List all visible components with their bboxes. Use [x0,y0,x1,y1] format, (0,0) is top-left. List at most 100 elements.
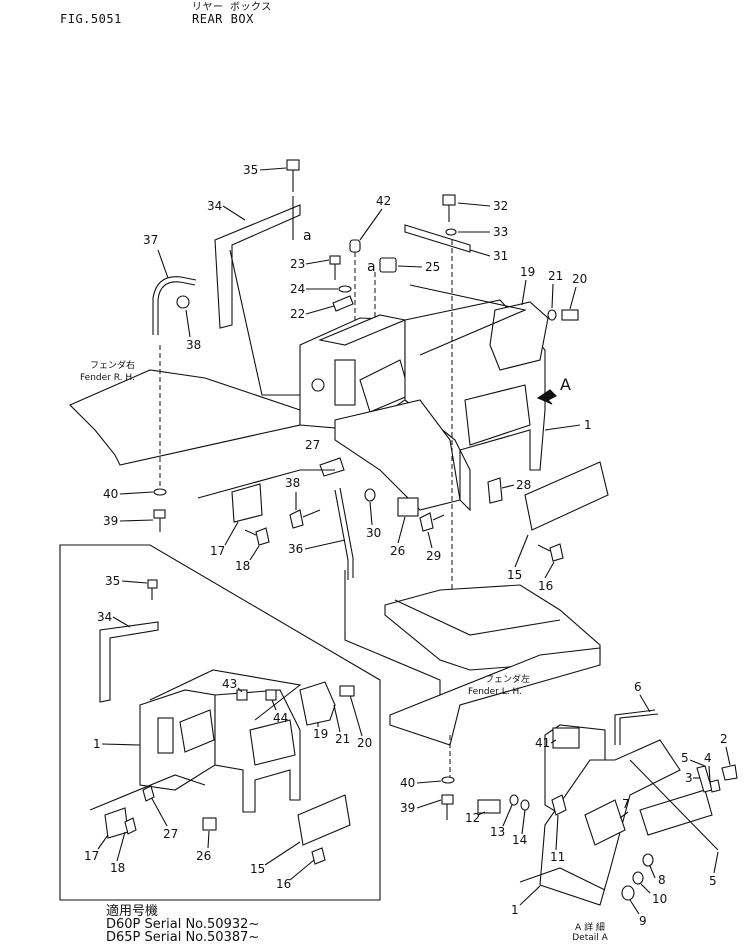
callout-1: 1 [584,418,592,432]
lower-frame [334,399,461,511]
inset-bracket-34 [99,621,159,703]
detail-callout-41: 41 [535,736,550,750]
view-arrow [536,389,557,405]
detail-callout-7: 7 [622,797,630,811]
fender-lh-jp: フェンダ左 [485,673,530,685]
title-english: REAR BOX [192,12,254,26]
callout-18: 18 [235,559,250,573]
callout-29: 29 [426,549,441,563]
rod-6 [614,709,656,745]
inset-callout-27: 27 [163,827,178,841]
rod-5 [629,759,719,851]
detail-a-caption-en: Detail A [572,933,608,943]
tower-window [334,359,356,406]
inset-callout-1: 1 [93,737,101,751]
inset-assembly [59,544,381,901]
callout-33: 33 [493,225,508,239]
part-41 [552,727,580,749]
applicability-row-2: D65P Serial No.50387~ [106,930,260,944]
fender-rh-jp: フェンダ右 [90,359,135,371]
inset-cover-15 [297,794,351,846]
fender-lh-en: Fender L. H. [468,687,522,697]
callout-35: 35 [243,163,258,177]
callout-38b: 38 [285,476,300,490]
applicability-block: 適用号機 D60P Serial No.50932~ D65P Serial N… [106,905,259,944]
title-japanese: リヤー ボックス [192,2,272,13]
callout-24: 24 [290,282,305,296]
applicability-row-1: D60P Serial No.50932~ [106,917,260,932]
main-callout-40b: 40 [400,776,415,790]
plate-17 [231,483,263,523]
inset-callout-18: 18 [110,861,125,875]
detail-callout-8: 8 [658,873,666,887]
callout-36: 36 [288,542,303,556]
plate-26 [397,497,419,517]
callout-31: 31 [493,249,508,263]
callout-42: 42 [376,194,391,208]
inset-plate-19 [299,681,336,726]
bracket-31 [404,224,471,253]
figure-number: FIG.5051 [60,12,122,26]
inset-callout-15: 15 [250,862,265,876]
pipe-36 [334,489,349,580]
detail-a-caption: A 詳 細 Detail A [560,920,620,943]
callout-38: 38 [186,338,201,352]
main-callout-39b: 39 [400,801,415,815]
main-assembly [69,159,609,820]
fender-lh [389,647,601,746]
callout-28: 28 [516,478,531,492]
detail-callout-11: 11 [550,850,565,864]
inset-callout-20: 20 [357,736,372,750]
svg-text:a: a [367,259,376,275]
detail-callout-5b: 5 [709,874,717,888]
bolt-35-head [286,159,300,171]
callout-19: 19 [520,265,535,279]
detail-callout-6: 6 [634,680,642,694]
callout-17: 17 [210,544,225,558]
clamp-38 [176,295,190,309]
callout-26: 26 [390,544,405,558]
fender-rh [69,369,301,466]
callout-27: 27 [305,438,320,452]
inset-callout-16: 16 [276,877,291,891]
callout-32: 32 [493,199,508,213]
cover-7 [639,789,713,836]
view-arrow-label: A [560,375,571,394]
side-window [464,384,531,446]
detail-callout-2: 2 [720,732,728,746]
applicability-title: 適用号機 [106,904,159,919]
inset-callout-34: 34 [97,610,112,624]
detail-callout-5a: 5 [681,751,689,765]
callout-34: 34 [207,199,222,213]
inset-callout-21: 21 [335,732,350,746]
callout-16: 16 [538,579,553,593]
svg-text:a: a [303,228,312,244]
pipe-37 [157,281,196,335]
detail-callout-10: 10 [652,892,667,906]
detail-callout-1: 1 [511,903,519,917]
callout-21: 21 [548,269,563,283]
detail-a-assembly [477,709,738,906]
callout-25: 25 [425,260,440,274]
callout-23: 23 [290,257,305,271]
callouts: 35 34 37 38 42 23 24 22 32 33 31 25 19 2… [84,163,731,928]
cap-25 [379,257,397,273]
detail-a-caption-jp: A 詳 細 [575,923,605,933]
callout-15: 15 [507,568,522,582]
detail-callout-12: 12 [465,811,480,825]
inset-callout-19: 19 [313,727,328,741]
bracket-34 [214,204,301,329]
detail-callout-13: 13 [490,825,505,839]
detail-callout-4: 4 [704,751,712,765]
inset-callout-43: 43 [222,677,237,691]
inset-callout-44: 44 [273,711,288,725]
callout-40: 40 [103,487,118,501]
inset-callout-35: 35 [105,574,120,588]
inset-frame [59,544,381,901]
callout-37: 37 [143,233,158,247]
callout-30: 30 [366,526,381,540]
detail-callout-9: 9 [639,914,647,928]
inset-callout-26: 26 [196,849,211,863]
